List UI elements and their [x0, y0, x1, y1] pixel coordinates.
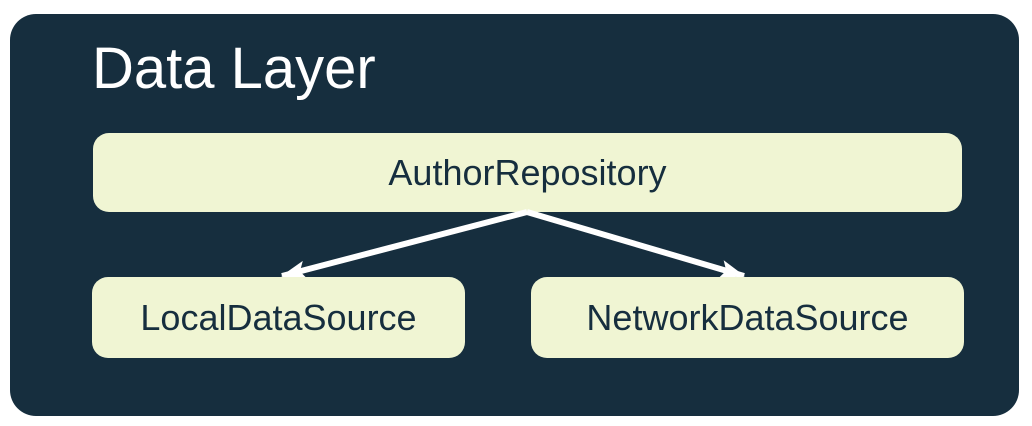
data-layer-title: Data Layer [92, 36, 376, 101]
node-author-repository: AuthorRepository [93, 133, 962, 212]
node-local-data-source: LocalDataSource [92, 277, 465, 358]
node-network-data-source-label: NetworkDataSource [586, 296, 909, 338]
node-local-data-source-label: LocalDataSource [140, 296, 417, 338]
node-author-repository-label: AuthorRepository [388, 151, 667, 193]
node-network-data-source: NetworkDataSource [531, 277, 964, 358]
